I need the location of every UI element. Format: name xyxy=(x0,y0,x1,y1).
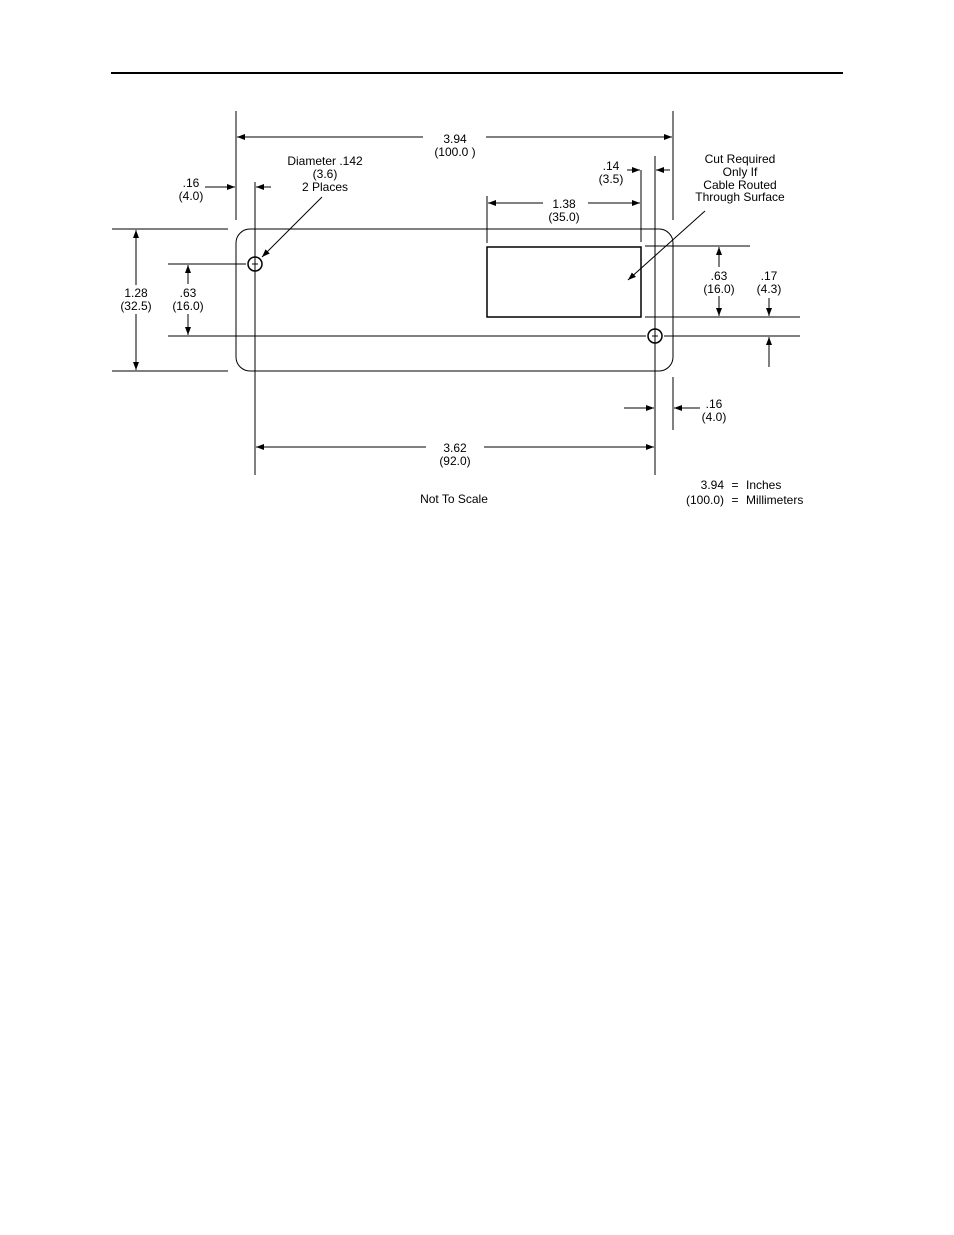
bottom-hole-offset-inches: .17 xyxy=(761,269,778,283)
overall-height-inches: 1.28 xyxy=(124,286,148,300)
dim-left-edge-offset: .16 (4.0) xyxy=(179,176,271,203)
left-hole-height-mm: (16.0) xyxy=(172,299,203,313)
bottom-hole-offset-mm: (4.3) xyxy=(757,282,782,296)
left-edge-offset-inches: .16 xyxy=(183,176,200,190)
overall-width-inches: 3.94 xyxy=(443,132,467,146)
dim-cutout-width: 1.38 (35.0) xyxy=(488,197,640,224)
dim-right-hole-offset: .14 (3.5) xyxy=(599,159,670,186)
hole-spacing-inches: 3.62 xyxy=(443,441,467,455)
cutout-height-mm: (16.0) xyxy=(703,282,734,296)
left-edge-offset-mm: (4.0) xyxy=(179,189,204,203)
cutout-note-line4: Through Surface xyxy=(695,190,785,204)
cable-cutout xyxy=(487,247,641,317)
hole-note-line3: 2 Places xyxy=(302,180,348,194)
legend-mm-eq: = xyxy=(731,493,738,507)
scale-note: Not To Scale xyxy=(420,492,488,506)
right-edge-offset-mm: (4.0) xyxy=(702,410,727,424)
cutout-note-line1: Cut Required xyxy=(705,152,776,166)
units-legend: 3.94 = Inches (100.0) = Millimeters xyxy=(686,478,803,507)
plate-outline xyxy=(236,229,673,371)
right-hole-offset-mm: (3.5) xyxy=(599,172,624,186)
dim-hole-spacing: 3.62 (92.0) xyxy=(256,441,654,468)
legend-mm-label: Millimeters xyxy=(746,493,803,507)
cutout-note-line2: Only If xyxy=(723,165,758,179)
hole-note-line2: (3.6) xyxy=(313,167,338,181)
legend-inches-eq: = xyxy=(731,478,738,492)
cutout-callout: Cut Required Only If Cable Routed Throug… xyxy=(628,152,785,280)
left-hole-height-inches: .63 xyxy=(180,286,197,300)
dim-cutout-height: .63 (16.0) xyxy=(703,247,734,316)
right-hole-offset-inches: .14 xyxy=(603,159,620,173)
legend-mm-value: (100.0) xyxy=(686,493,724,507)
dim-left-hole-height: .63 (16.0) xyxy=(172,265,203,335)
right-edge-offset-inches: .16 xyxy=(706,397,723,411)
dim-right-edge-offset: .16 (4.0) xyxy=(624,397,726,424)
hole-note-line1: Diameter .142 xyxy=(287,154,363,168)
legend-inches-value: 3.94 xyxy=(701,478,725,492)
hole-spacing-mm: (92.0) xyxy=(439,454,470,468)
legend-inches-label: Inches xyxy=(746,478,781,492)
dim-bottom-hole-offset: .17 (4.3) xyxy=(757,269,782,367)
dim-overall-height: 1.28 (32.5) xyxy=(120,230,151,370)
extension-lines xyxy=(112,111,800,475)
overall-width-mm: (100.0 ) xyxy=(434,145,475,159)
cutout-width-inches: 1.38 xyxy=(552,197,576,211)
hole-callout: Diameter .142 (3.6) 2 Places xyxy=(262,154,363,257)
overall-height-mm: (32.5) xyxy=(120,299,151,313)
cutout-height-inches: .63 xyxy=(711,269,728,283)
cutout-width-mm: (35.0) xyxy=(548,210,579,224)
